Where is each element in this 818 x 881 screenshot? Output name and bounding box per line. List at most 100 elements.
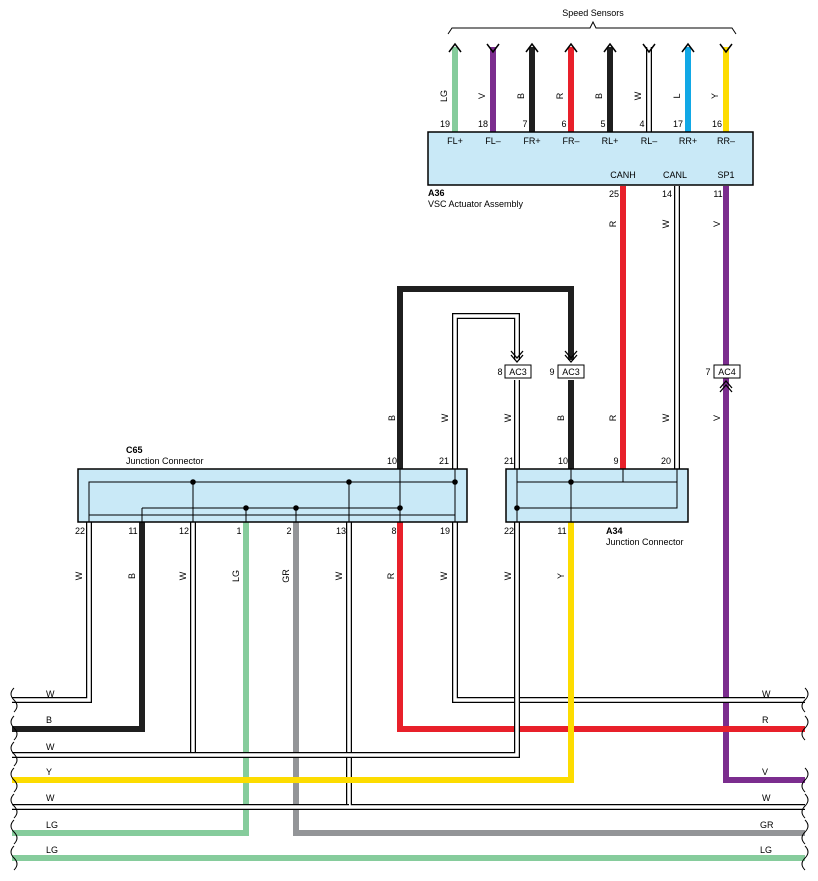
pin-number: 11 (713, 189, 722, 199)
left-break-marks (10, 687, 18, 871)
bus-label: LG (46, 820, 58, 830)
bus-label: LG (760, 845, 772, 855)
ac-pin: 7 (705, 367, 710, 377)
pin-label: CANH (610, 170, 636, 180)
wire-label: V (712, 415, 722, 421)
wire-label: W (503, 571, 513, 580)
wire-label: B (556, 415, 566, 421)
break-mark-icon (10, 793, 18, 819)
chevron-up-icon (719, 384, 733, 393)
chevron-down-icon (564, 350, 578, 359)
connector-name: VSC Actuator Assembly (428, 199, 524, 209)
wire-label: W (661, 413, 671, 422)
a34-box (505, 468, 689, 523)
arrow-down-icon (642, 43, 656, 54)
pin-number: 18 (478, 119, 488, 129)
pin-label: RL– (641, 136, 658, 146)
connector-code: C65 (126, 445, 143, 455)
chevron-down-icon (510, 350, 524, 359)
pin-number: 6 (561, 119, 566, 129)
pin-number: 19 (440, 526, 450, 536)
wire-label: R (386, 572, 396, 579)
break-mark-icon (10, 687, 18, 713)
wire-label: W (661, 219, 671, 228)
bus-label: W (46, 793, 55, 803)
break-mark-icon (10, 819, 18, 845)
right-break-marks (801, 687, 809, 871)
splice-dot (243, 505, 249, 511)
pin-label: SP1 (717, 170, 734, 180)
pin-number: 14 (662, 189, 672, 199)
ac-box (713, 364, 741, 379)
bus-label: W (46, 742, 55, 752)
bus-label: W (762, 793, 771, 803)
wire-a34-11 (12, 522, 574, 783)
pin-number: 12 (179, 526, 189, 536)
arrow-up-icon (681, 42, 695, 53)
pin-label: RR+ (679, 136, 697, 146)
pin-number: 21 (439, 456, 449, 466)
right-bus-labels: W R V W GR LG (760, 689, 774, 855)
wire-c65-19-fill (453, 522, 805, 702)
wire-label: B (387, 415, 397, 421)
wire-c65-8 (397, 522, 805, 732)
splice-dot (452, 479, 458, 485)
splice-dot (514, 505, 520, 511)
break-mark-icon (801, 687, 809, 713)
wire-label: LG (231, 570, 241, 582)
pin-number: 22 (504, 526, 514, 536)
pin-label: FL+ (447, 136, 463, 146)
ac3-connector-8: AC3 8 (497, 350, 532, 379)
c65-connector: C65 Junction Connector 10 21 22 11 12 1 … (74, 445, 468, 583)
wire-label: R (608, 414, 618, 421)
pin-number: 8 (391, 526, 396, 536)
c65-box (77, 468, 468, 523)
wire-c65-22-fill (12, 522, 91, 702)
ac3-connector-9: AC3 9 (549, 350, 585, 379)
bus-label: W (46, 689, 55, 699)
wire-w-loop-outline (452, 313, 520, 469)
break-mark-icon (801, 819, 809, 845)
a36-lower-wire-labels: R W V B W W B R W V (387, 219, 722, 422)
wire-label: W (439, 571, 449, 580)
sensor-arrows (448, 42, 733, 54)
wire-c65-12-fill (12, 522, 195, 757)
arrow-down-icon (719, 43, 733, 54)
pin-number: 25 (609, 189, 619, 199)
wire-label: B (127, 573, 137, 579)
wire-label: R (608, 220, 618, 227)
pin-number: 17 (673, 119, 683, 129)
break-mark-icon (801, 767, 809, 793)
wire-c65-13 (346, 522, 805, 810)
wire-c65-13-fill (347, 522, 805, 809)
wire-label: Y (710, 93, 720, 99)
a34-connector: 21 10 9 20 22 11 A34 Junction Connector … (503, 456, 689, 580)
pin-number: 2 (286, 526, 291, 536)
wire-c65-12 (12, 522, 196, 758)
pin-number: 11 (128, 526, 137, 536)
pin-number: 9 (613, 456, 618, 466)
wire-c65-19 (452, 522, 805, 703)
pin-label: FR+ (523, 136, 540, 146)
bus-label: B (46, 715, 52, 725)
pin-number: 20 (661, 456, 671, 466)
chevron-up-icon (719, 380, 733, 389)
break-mark-icon (801, 715, 809, 741)
bus-label: V (762, 767, 768, 777)
wire-label: Y (556, 573, 566, 579)
arrow-up-icon (603, 42, 617, 53)
wire-label: V (477, 93, 487, 99)
arrow-up-icon (525, 42, 539, 53)
pin-number: 11 (557, 526, 566, 536)
bus-label: Y (46, 767, 52, 777)
a36-top-pin-numbers: 19 18 7 6 5 4 17 16 (440, 119, 722, 129)
connector-code: A36 (428, 188, 445, 198)
pin-number: 5 (600, 119, 605, 129)
pin-number: 22 (75, 526, 85, 536)
wire-label: GR (281, 569, 291, 583)
wires-layer (12, 47, 805, 861)
pin-number: 10 (558, 456, 568, 466)
pin-label: RR– (717, 136, 735, 146)
connector-code: A34 (606, 526, 623, 536)
